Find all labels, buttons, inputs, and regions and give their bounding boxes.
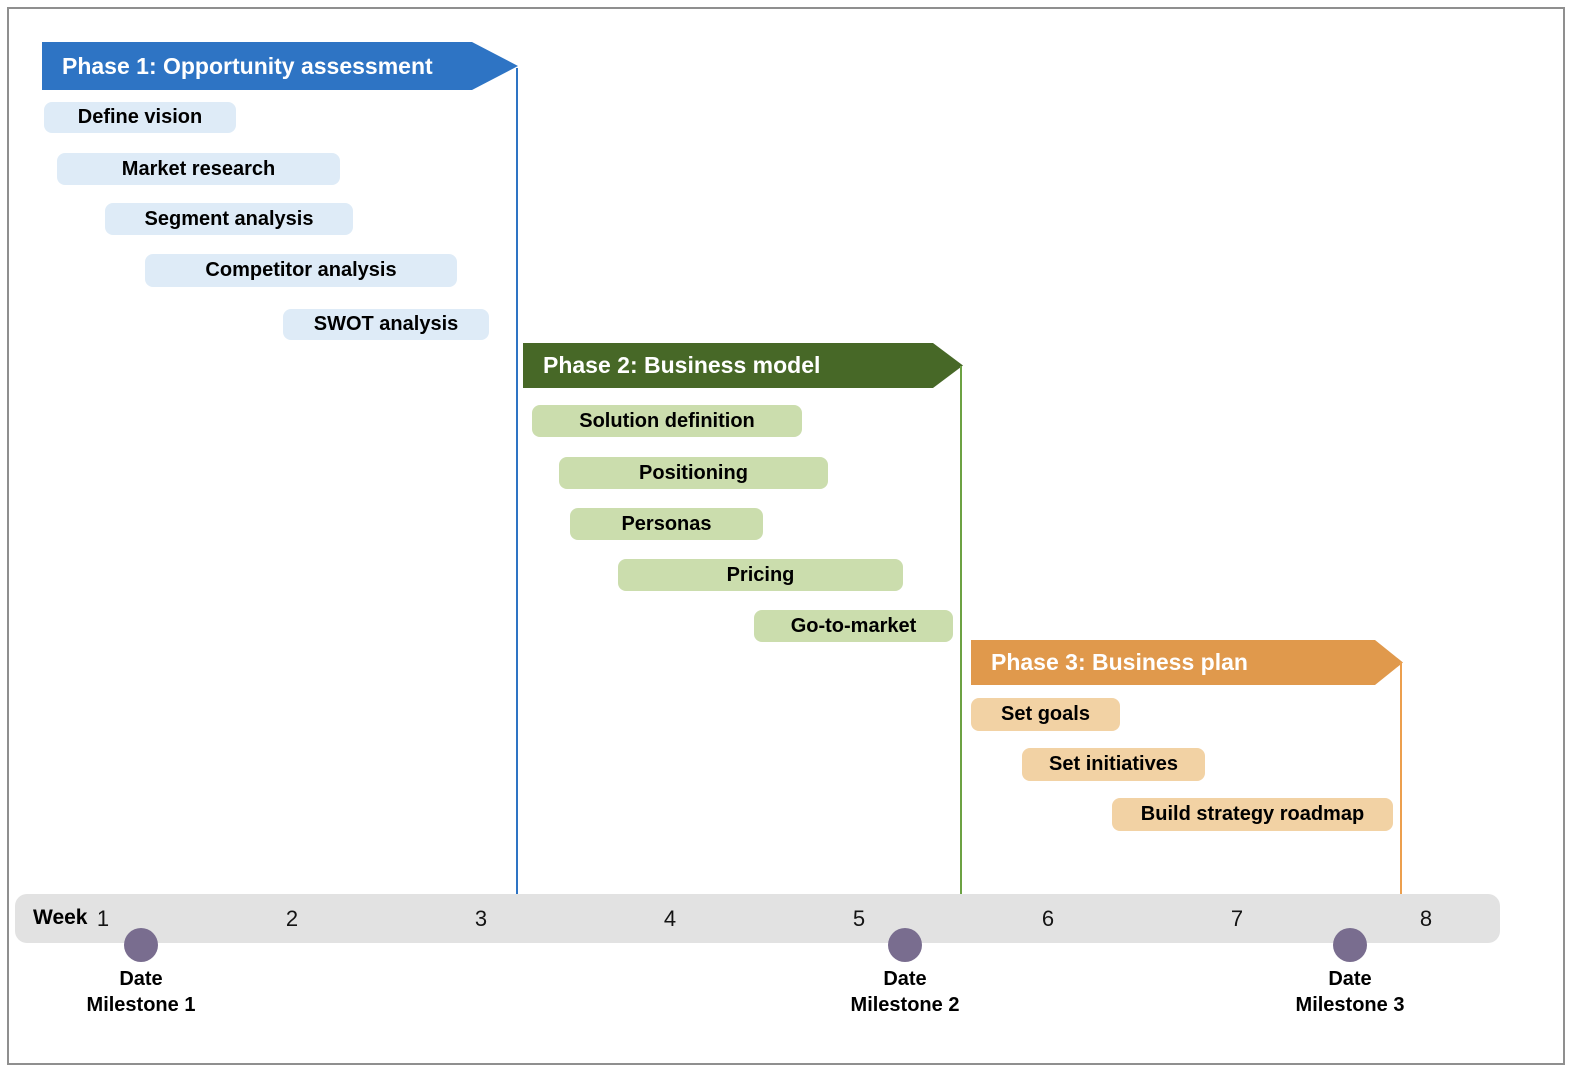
week-tick-2: 2 (285, 906, 299, 931)
milestone-3-dot (1333, 928, 1367, 962)
week-tick-6: 6 (1041, 906, 1055, 931)
milestone-3-line1: Date (1328, 968, 1372, 990)
task-go-to-market: Go-to-market (754, 610, 953, 642)
task-set-initiatives: Set initiatives (1022, 748, 1205, 781)
milestone-2-line2: Milestone 2 (850, 994, 960, 1016)
task-build-strategy-roadmap: Build strategy roadmap (1112, 798, 1393, 831)
phase-1-drop-line (516, 68, 518, 894)
milestone-2-line1: Date (883, 968, 927, 990)
milestone-1-dot (124, 928, 158, 962)
milestone-1-line1: Date (119, 968, 163, 990)
task-positioning: Positioning (559, 457, 828, 489)
task-pricing: Pricing (618, 559, 903, 591)
phase-2-banner: Phase 2: Business model (523, 343, 963, 388)
week-tick-4: 4 (663, 906, 677, 931)
task-segment-analysis: Segment analysis (105, 203, 353, 235)
milestone-2-dot (888, 928, 922, 962)
milestone-3-line2: Milestone 3 (1295, 994, 1405, 1016)
diagram-border (7, 7, 1565, 1065)
phase-2-drop-line (960, 366, 962, 894)
milestone-3-label: Date Milestone 3 (1240, 966, 1460, 1018)
week-tick-8: 8 (1419, 906, 1433, 931)
task-swot-analysis: SWOT analysis (283, 309, 489, 340)
week-axis-label: Week (33, 906, 88, 929)
phase-3-title: Phase 3: Business plan (991, 649, 1248, 675)
week-tick-1: 1 (96, 906, 110, 931)
phase-2-title: Phase 2: Business model (543, 352, 821, 378)
phase-3-banner: Phase 3: Business plan (971, 640, 1403, 685)
task-solution-definition: Solution definition (532, 405, 802, 437)
timeline-bar (15, 894, 1500, 943)
week-tick-3: 3 (474, 906, 488, 931)
milestone-1-line2: Milestone 1 (86, 994, 196, 1016)
week-tick-5: 5 (852, 906, 866, 931)
week-tick-7: 7 (1230, 906, 1244, 931)
phase-3-drop-line (1400, 662, 1402, 894)
milestone-2-label: Date Milestone 2 (795, 966, 1015, 1018)
phase-1-banner: Phase 1: Opportunity assessment (42, 42, 518, 90)
phase-1-title: Phase 1: Opportunity assessment (62, 52, 433, 79)
task-competitor-analysis: Competitor analysis (145, 254, 457, 287)
task-market-research: Market research (57, 153, 340, 185)
milestone-1-label: Date Milestone 1 (31, 966, 251, 1018)
task-set-goals: Set goals (971, 698, 1120, 731)
task-define-vision: Define vision (44, 102, 236, 133)
task-personas: Personas (570, 508, 763, 540)
